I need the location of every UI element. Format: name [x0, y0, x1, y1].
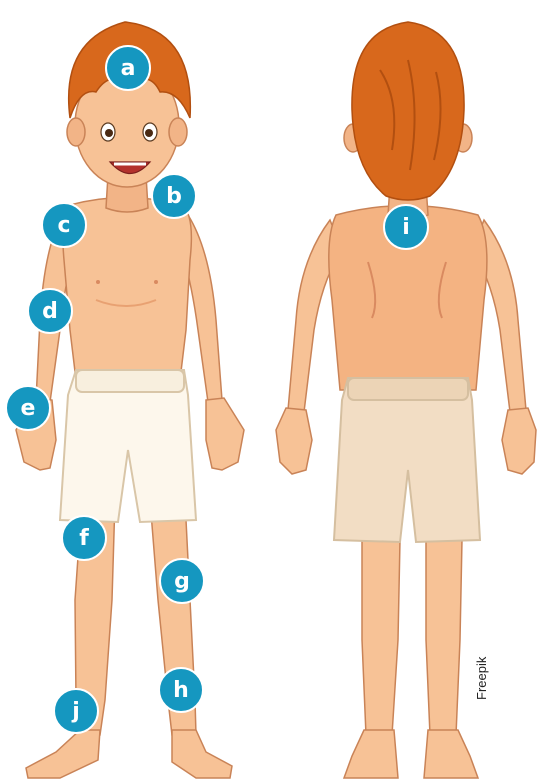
marker-h: h [158, 667, 204, 713]
boy-front-figure [16, 22, 244, 778]
marker-e: e [5, 385, 51, 431]
boy-back-figure [276, 22, 536, 778]
marker-a: a [105, 45, 151, 91]
marker-f: f [61, 515, 107, 561]
image-credit: Freepik [474, 657, 489, 700]
marker-c: c [41, 202, 87, 248]
marker-j: j [53, 688, 99, 734]
marker-g: g [159, 558, 205, 604]
marker-b: b [151, 173, 197, 219]
marker-i: i [383, 204, 429, 250]
marker-d: d [27, 288, 73, 334]
